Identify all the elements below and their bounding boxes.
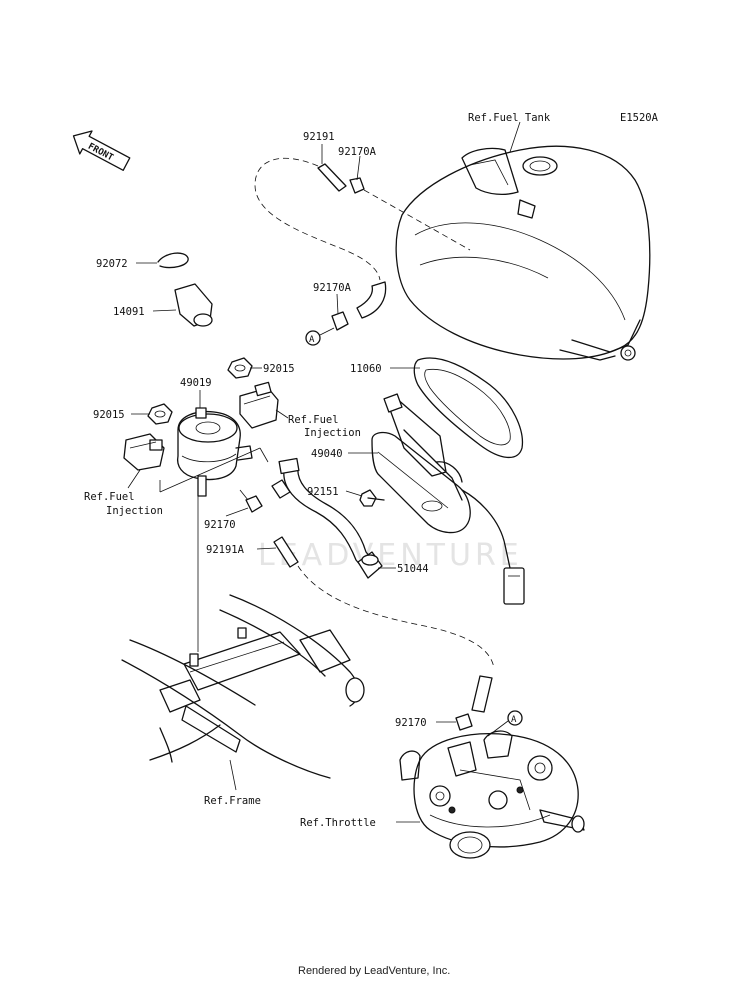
- clamp-92170A-mid: [331, 311, 349, 331]
- clamp-92170A-top: [349, 177, 365, 194]
- throttle-body: [399, 730, 585, 859]
- callout-A-bottom: A: [507, 710, 523, 726]
- label-ref-fi-left-line2: Injection: [106, 505, 163, 517]
- gasket-11060: [413, 357, 524, 459]
- cap-14091: [174, 283, 213, 327]
- label-92170A-top: 92170A: [338, 146, 377, 158]
- label-49040: 49040: [311, 448, 343, 460]
- svg-text:A: A: [511, 715, 517, 725]
- footer-credit: Rendered by LeadVenture, Inc.: [298, 965, 450, 977]
- fuel-pump-49040: [371, 393, 525, 605]
- callout-A-top: A: [305, 330, 321, 346]
- label-92151: 92151: [307, 486, 339, 498]
- clamp-92170-left: [245, 495, 263, 513]
- fuel-tank: [395, 145, 651, 361]
- regulator-49019: [176, 407, 253, 497]
- hose-92191A: [273, 536, 299, 568]
- label-92191-top: 92191: [303, 131, 335, 143]
- label-92170-bottom: 92170: [395, 717, 427, 729]
- elbow-hose: [356, 281, 387, 319]
- label-92015-right: 92015: [263, 363, 295, 375]
- label-49019: 49019: [180, 377, 212, 389]
- label-ref-fi-right-line2: Injection: [304, 427, 361, 439]
- label-51044: 51044: [397, 563, 429, 575]
- connector-51044: [357, 551, 383, 579]
- clamp-92170-bottom: [455, 713, 473, 731]
- watermark-text: LEADVENTURE: [258, 538, 523, 573]
- label-ref-frame: Ref.Frame: [204, 795, 261, 807]
- bolt-92151: [359, 489, 385, 507]
- svg-text:A: A: [309, 335, 315, 345]
- diagram-code: E1520A: [620, 112, 659, 124]
- frame: [121, 594, 365, 779]
- nut-92015-right: [227, 357, 253, 379]
- label-92191A: 92191A: [206, 544, 245, 556]
- hose-92191: [317, 163, 347, 192]
- label-92170A-mid: 92170A: [313, 282, 352, 294]
- label-92072: 92072: [96, 258, 128, 270]
- sensor-bracket-left: [123, 433, 165, 471]
- label-ref-fi-left-line1: Ref.Fuel: [84, 491, 135, 503]
- nut-92015-left: [147, 403, 173, 425]
- label-11060: 11060: [350, 363, 382, 375]
- label-ref-fi-right-line1: Ref.Fuel: [288, 414, 339, 426]
- hose-pump-to-regulator: [271, 457, 377, 573]
- label-92170-left: 92170: [204, 519, 236, 531]
- sensor-bracket-right: [239, 381, 279, 429]
- clip-92072: [157, 252, 189, 269]
- hose-throttle-short: [471, 675, 493, 713]
- label-92015-left: 92015: [93, 409, 125, 421]
- label-ref-throttle: Ref.Throttle: [300, 817, 376, 829]
- front-arrow-icon: FRONT: [72, 130, 131, 171]
- label-14091: 14091: [113, 306, 145, 318]
- label-ref-fuel-tank: Ref.Fuel Tank: [468, 112, 551, 124]
